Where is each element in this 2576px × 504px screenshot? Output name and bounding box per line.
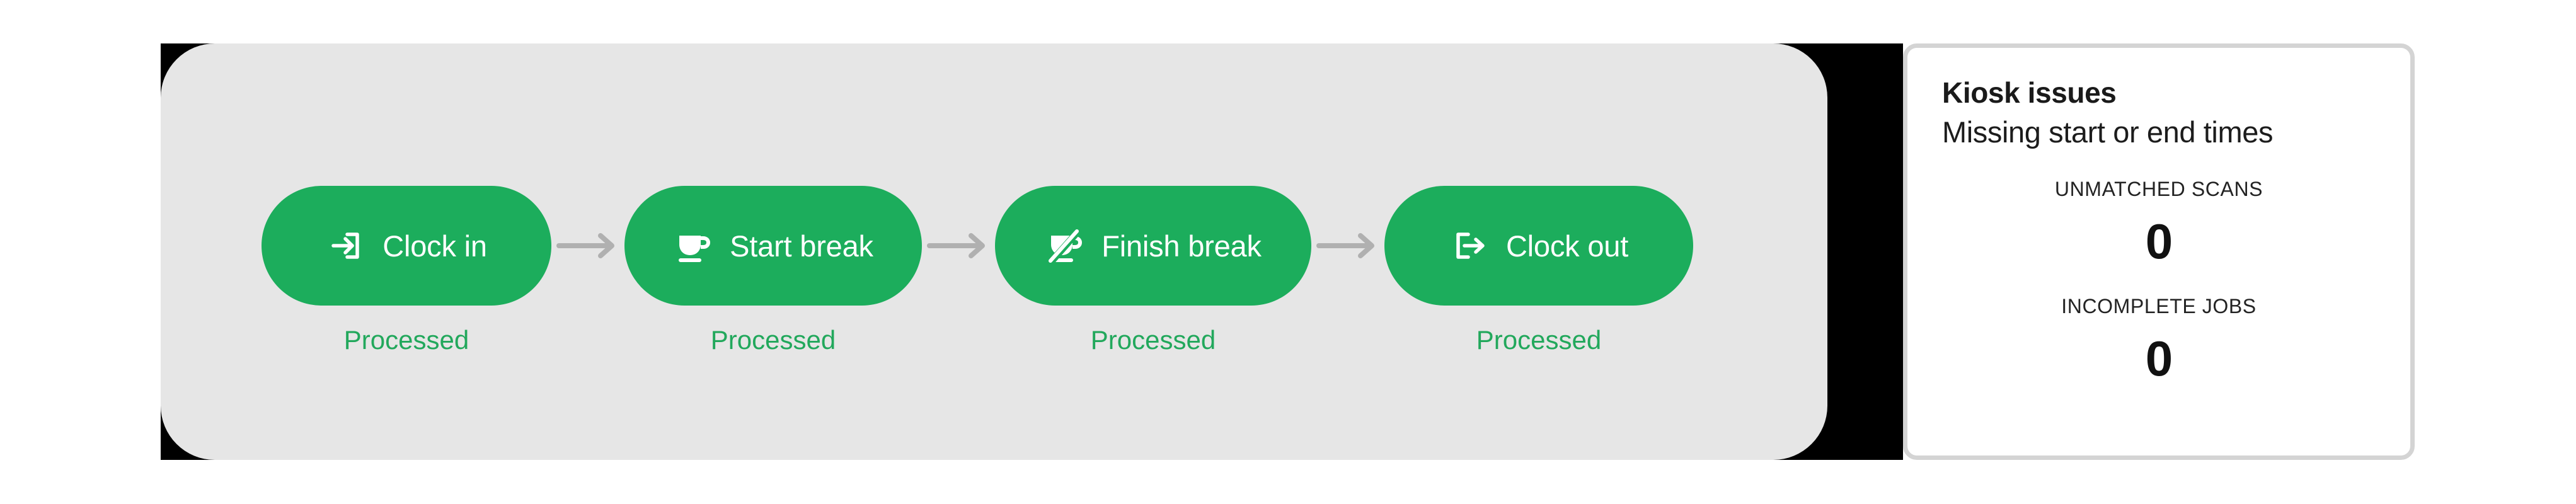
arrow-right-icon xyxy=(922,231,995,260)
kiosk-issues-title: Kiosk issues xyxy=(1942,76,2117,109)
coffee-cup-icon xyxy=(673,226,713,266)
kiosk-flow-panel: Clock in Processed Start brea xyxy=(161,43,1827,460)
clock-out-status: Processed xyxy=(1476,325,1602,355)
kiosk-flow-steps: Clock in Processed Start brea xyxy=(161,186,1827,353)
stat-incomplete-jobs-value: 0 xyxy=(2145,330,2173,386)
start-break-status: Processed xyxy=(710,325,836,355)
flow-step-clock-in: Clock in Processed xyxy=(262,186,551,353)
logout-arrow-icon xyxy=(1449,226,1490,266)
stat-unmatched-scans-value: 0 xyxy=(2145,213,2173,269)
clock-in-label: Clock in xyxy=(382,229,487,263)
coffee-cup-slash-icon xyxy=(1045,226,1085,266)
stat-unmatched-scans: UNMATCHED SCANS 0 xyxy=(1942,179,2376,266)
finish-break-label: Finish break xyxy=(1101,229,1262,263)
start-break-button[interactable]: Start break xyxy=(624,186,922,306)
finish-break-status: Processed xyxy=(1090,325,1216,355)
flow-step-finish-break: Finish break Processed xyxy=(995,186,1311,353)
login-arrow-icon xyxy=(326,226,366,266)
stat-unmatched-scans-label: UNMATCHED SCANS xyxy=(2054,177,2263,200)
clock-in-status: Processed xyxy=(343,325,469,355)
flow-step-clock-out: Clock out Processed xyxy=(1384,186,1693,353)
arrow-right-icon xyxy=(551,231,624,260)
clock-out-button[interactable]: Clock out xyxy=(1384,186,1693,306)
stat-incomplete-jobs-label: INCOMPLETE JOBS xyxy=(2061,294,2257,318)
kiosk-issues-card: Kiosk issues Missing start or end times … xyxy=(1903,43,2415,460)
finish-break-button[interactable]: Finish break xyxy=(995,186,1311,306)
start-break-label: Start break xyxy=(730,229,873,263)
flow-step-start-break: Start break Processed xyxy=(624,186,922,353)
kiosk-issues-subtitle: Missing start or end times xyxy=(1942,115,2274,149)
stat-incomplete-jobs: INCOMPLETE JOBS 0 xyxy=(1942,296,2376,383)
clock-in-button[interactable]: Clock in xyxy=(262,186,551,306)
clock-out-label: Clock out xyxy=(1505,229,1629,263)
arrow-right-icon xyxy=(1311,231,1384,260)
